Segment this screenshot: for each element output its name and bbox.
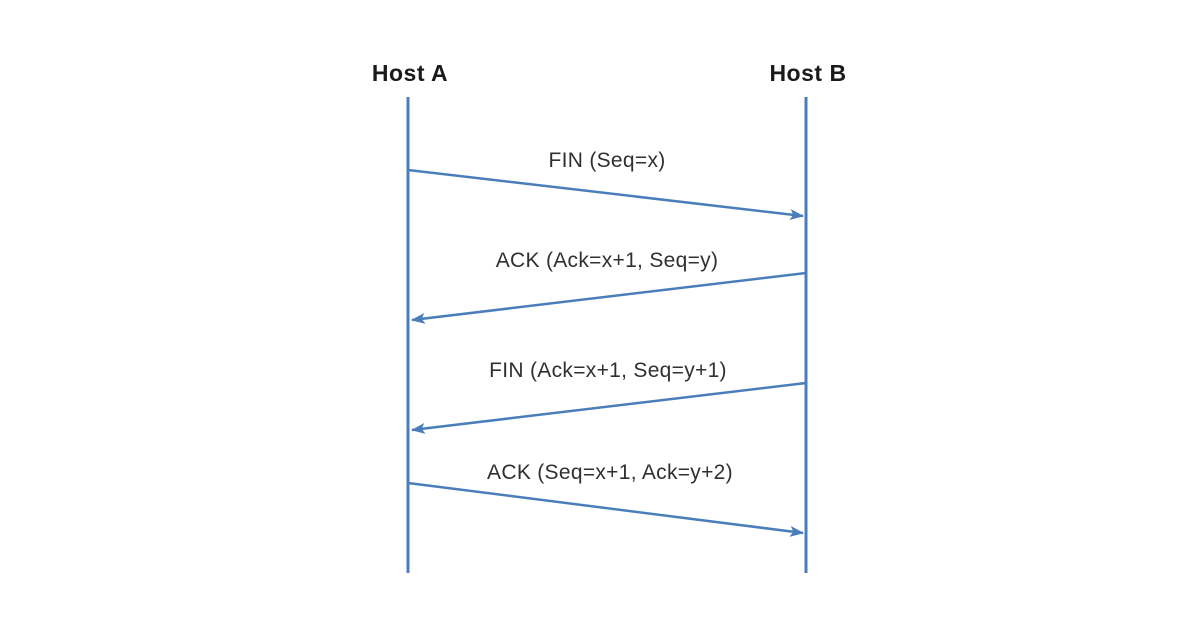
host-a-label: Host A	[371, 60, 449, 86]
message-label-fin-2: FIN (Ack=x+1, Seq=y+1)	[489, 359, 727, 382]
message-label-ack-1: ACK (Ack=x+1, Seq=y)	[495, 249, 719, 272]
arrow-ack-2	[407, 481, 804, 537]
message-label-ack-2: ACK (Seq=x+1, Ack=y+2)	[487, 461, 733, 484]
arrow-ack-1	[411, 271, 807, 324]
host-b-label: Host B	[769, 60, 847, 86]
arrow-fin-2	[411, 381, 807, 434]
message-label-fin-1: FIN (Seq=x)	[548, 149, 666, 172]
arrow-fin-1	[407, 168, 804, 220]
